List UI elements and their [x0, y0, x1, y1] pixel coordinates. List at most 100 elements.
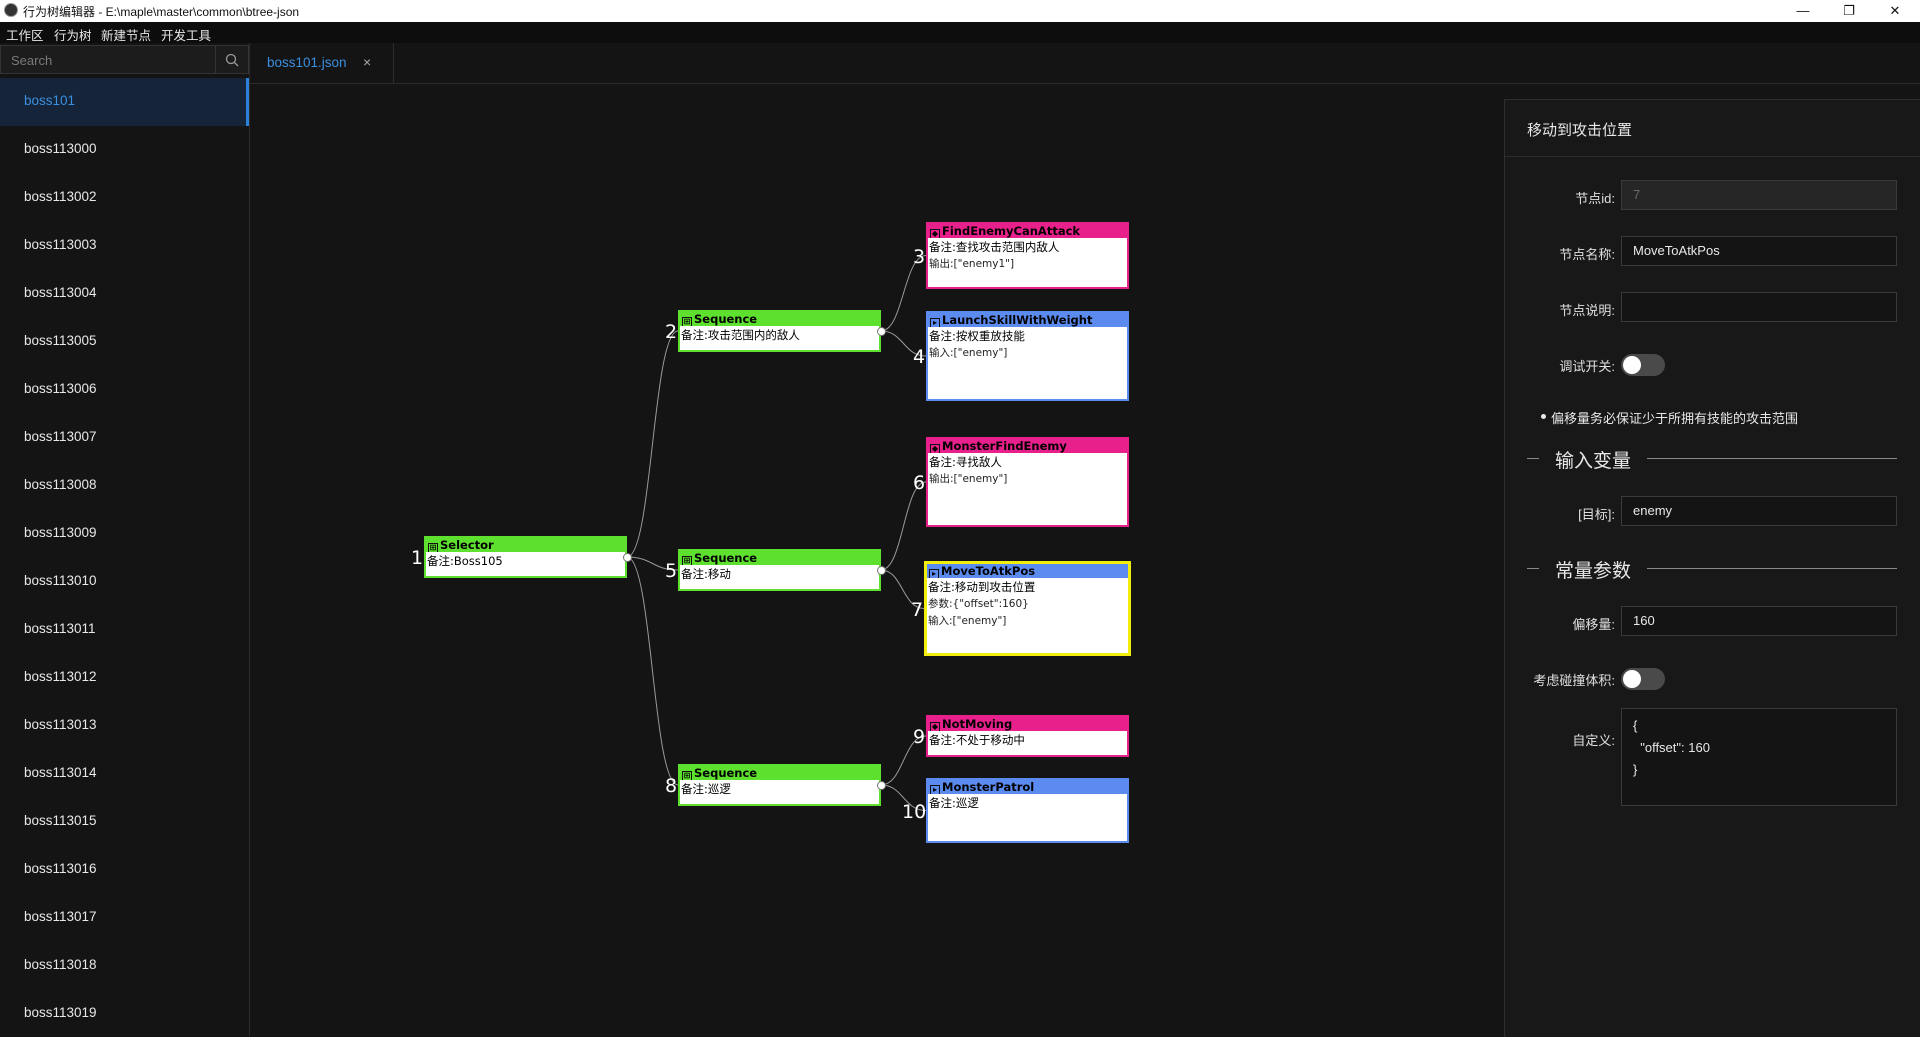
tree-node-sequence[interactable]: ⊞Sequence 备注:移动 — [678, 549, 881, 591]
file-list-item[interactable]: boss113011 — [0, 606, 249, 654]
file-list-item[interactable]: boss113009 — [0, 510, 249, 558]
tree-node-monsterfindenemy[interactable]: ◆MonsterFindEnemy 备注:寻找敌人输出:["enemy"] — [926, 437, 1129, 527]
minimize-button[interactable]: — — [1796, 3, 1810, 18]
file-list-item[interactable]: boss113010 — [0, 558, 249, 606]
file-list-item[interactable]: boss113015 — [0, 798, 249, 846]
action-node-icon: ▸ — [930, 318, 940, 327]
menu-workspace[interactable]: 工作区 — [6, 29, 44, 43]
node-detail-line: 备注:寻找敌人 — [929, 455, 1002, 469]
node-header: ⊞Selector — [426, 538, 625, 552]
file-list-item[interactable]: boss113016 — [0, 846, 249, 894]
tree-edge — [626, 556, 679, 786]
node-id-number: 8 — [665, 775, 678, 797]
file-list-item[interactable]: boss113017 — [0, 894, 249, 942]
custom-json-textarea[interactable]: { "offset": 160 } — [1621, 708, 1897, 806]
node-name: MonsterPatrol — [942, 780, 1035, 794]
search-input[interactable] — [11, 52, 201, 68]
tree-edge — [880, 255, 927, 332]
node-name-label: 节点名称: — [1559, 247, 1615, 262]
const-section-title: 常量参数 — [1555, 561, 1632, 582]
node-detail-line: 备注:移动 — [681, 567, 731, 581]
file-list-item[interactable]: boss113008 — [0, 462, 249, 510]
file-list-item[interactable]: boss113013 — [0, 702, 249, 750]
file-list-item[interactable]: boss113007 — [0, 414, 249, 462]
node-name: FindEnemyCanAttack — [942, 224, 1081, 238]
node-detail-line: 参数:{"offset":160} — [928, 598, 1029, 610]
maximize-button[interactable]: ❐ — [1843, 3, 1855, 18]
file-list-item[interactable]: boss101 — [0, 78, 249, 126]
search-box — [0, 45, 216, 74]
title-bar: 行为树编辑器 - E:\maple\master\common\btree-js… — [0, 0, 1920, 22]
tab-boss101-json[interactable]: boss101.json × — [250, 43, 394, 83]
file-list-item[interactable]: boss113004 — [0, 270, 249, 318]
debug-toggle[interactable] — [1621, 354, 1665, 376]
file-list-item-label: boss113014 — [24, 765, 97, 780]
condition-node-icon: ◆ — [930, 444, 940, 453]
target-field[interactable]: enemy — [1621, 496, 1897, 526]
tree-node-sequence[interactable]: ⊞Sequence 备注:攻击范围内的敌人 — [678, 310, 881, 352]
file-list-item-label: boss113002 — [24, 189, 97, 204]
tree-edge — [880, 330, 927, 357]
file-list-item[interactable]: boss113019 — [0, 990, 249, 1036]
node-detail-line: 备注:按权重放技能 — [929, 329, 1025, 343]
node-desc-field[interactable] — [1621, 292, 1897, 322]
file-list-item-label: boss113015 — [24, 813, 97, 828]
close-button[interactable]: ✕ — [1889, 3, 1901, 18]
file-list-item-label: boss113016 — [24, 861, 97, 876]
node-detail-line: 备注:巡逻 — [929, 796, 979, 810]
node-id-number: 1 — [411, 547, 424, 569]
node-collapse-port[interactable] — [623, 553, 632, 562]
tab-close-icon[interactable]: × — [363, 54, 372, 70]
sidebar: boss101 boss113000 boss113002 boss113003 bos… — [0, 43, 250, 1036]
action-node-icon: ▸ — [929, 569, 939, 578]
file-list-item[interactable]: boss113002 — [0, 174, 249, 222]
properties-title: 移动到攻击位置 — [1527, 122, 1633, 139]
node-detail-line: 输出:["enemy"] — [929, 473, 1008, 485]
file-list-item[interactable]: boss113003 — [0, 222, 249, 270]
file-list-item[interactable]: boss113005 — [0, 318, 249, 366]
tree-edge — [880, 481, 927, 571]
collision-toggle[interactable] — [1621, 668, 1665, 690]
file-list-item-label: boss113004 — [24, 285, 97, 300]
node-name: MonsterFindEnemy — [942, 439, 1067, 453]
node-header: ⊞Sequence — [680, 551, 879, 565]
file-list-item-label: boss113010 — [24, 573, 97, 588]
tree-edge — [626, 330, 679, 558]
file-list-item-label: boss113019 — [24, 1005, 97, 1020]
menu-dev-tools[interactable]: 开发工具 — [161, 29, 212, 43]
node-collapse-port[interactable] — [877, 327, 886, 336]
section-dash — [1527, 458, 1539, 459]
node-id-label: 节点id: — [1575, 191, 1615, 206]
node-header: ◆MonsterFindEnemy — [928, 439, 1127, 453]
node-name-field[interactable]: MoveToAtkPos — [1621, 236, 1897, 266]
input-section-title: 输入变量 — [1555, 451, 1632, 472]
file-list-item[interactable]: boss113012 — [0, 654, 249, 702]
offset-field[interactable]: 160 — [1621, 606, 1897, 636]
tree-node-monsterpatrol[interactable]: ▸MonsterPatrol 备注:巡逻 — [926, 778, 1129, 843]
file-list-item[interactable]: boss113006 — [0, 366, 249, 414]
file-list-item-label: boss101 — [24, 93, 76, 108]
menu-behavior-tree[interactable]: 行为树 — [54, 29, 92, 43]
node-id-number: 9 — [913, 726, 926, 748]
tree-edge — [880, 735, 927, 786]
node-header: ⊞Sequence — [680, 312, 879, 326]
search-button[interactable] — [216, 45, 249, 74]
file-list-item[interactable]: boss113014 — [0, 750, 249, 798]
node-detail-line: 输出:["enemy1"] — [929, 258, 1015, 270]
menu-new-node[interactable]: 新建节点 — [101, 29, 152, 43]
file-list-item[interactable]: boss113000 — [0, 126, 249, 174]
node-collapse-port[interactable] — [877, 781, 886, 790]
file-list-item[interactable]: boss113018 — [0, 942, 249, 990]
node-header: ▸MonsterPatrol — [928, 780, 1127, 794]
file-list-item-label: boss113003 — [24, 237, 97, 252]
node-detail-line: 备注:攻击范围内的敌人 — [681, 328, 800, 342]
node-collapse-port[interactable] — [877, 566, 886, 575]
file-list-item-label: boss113005 — [24, 333, 97, 348]
